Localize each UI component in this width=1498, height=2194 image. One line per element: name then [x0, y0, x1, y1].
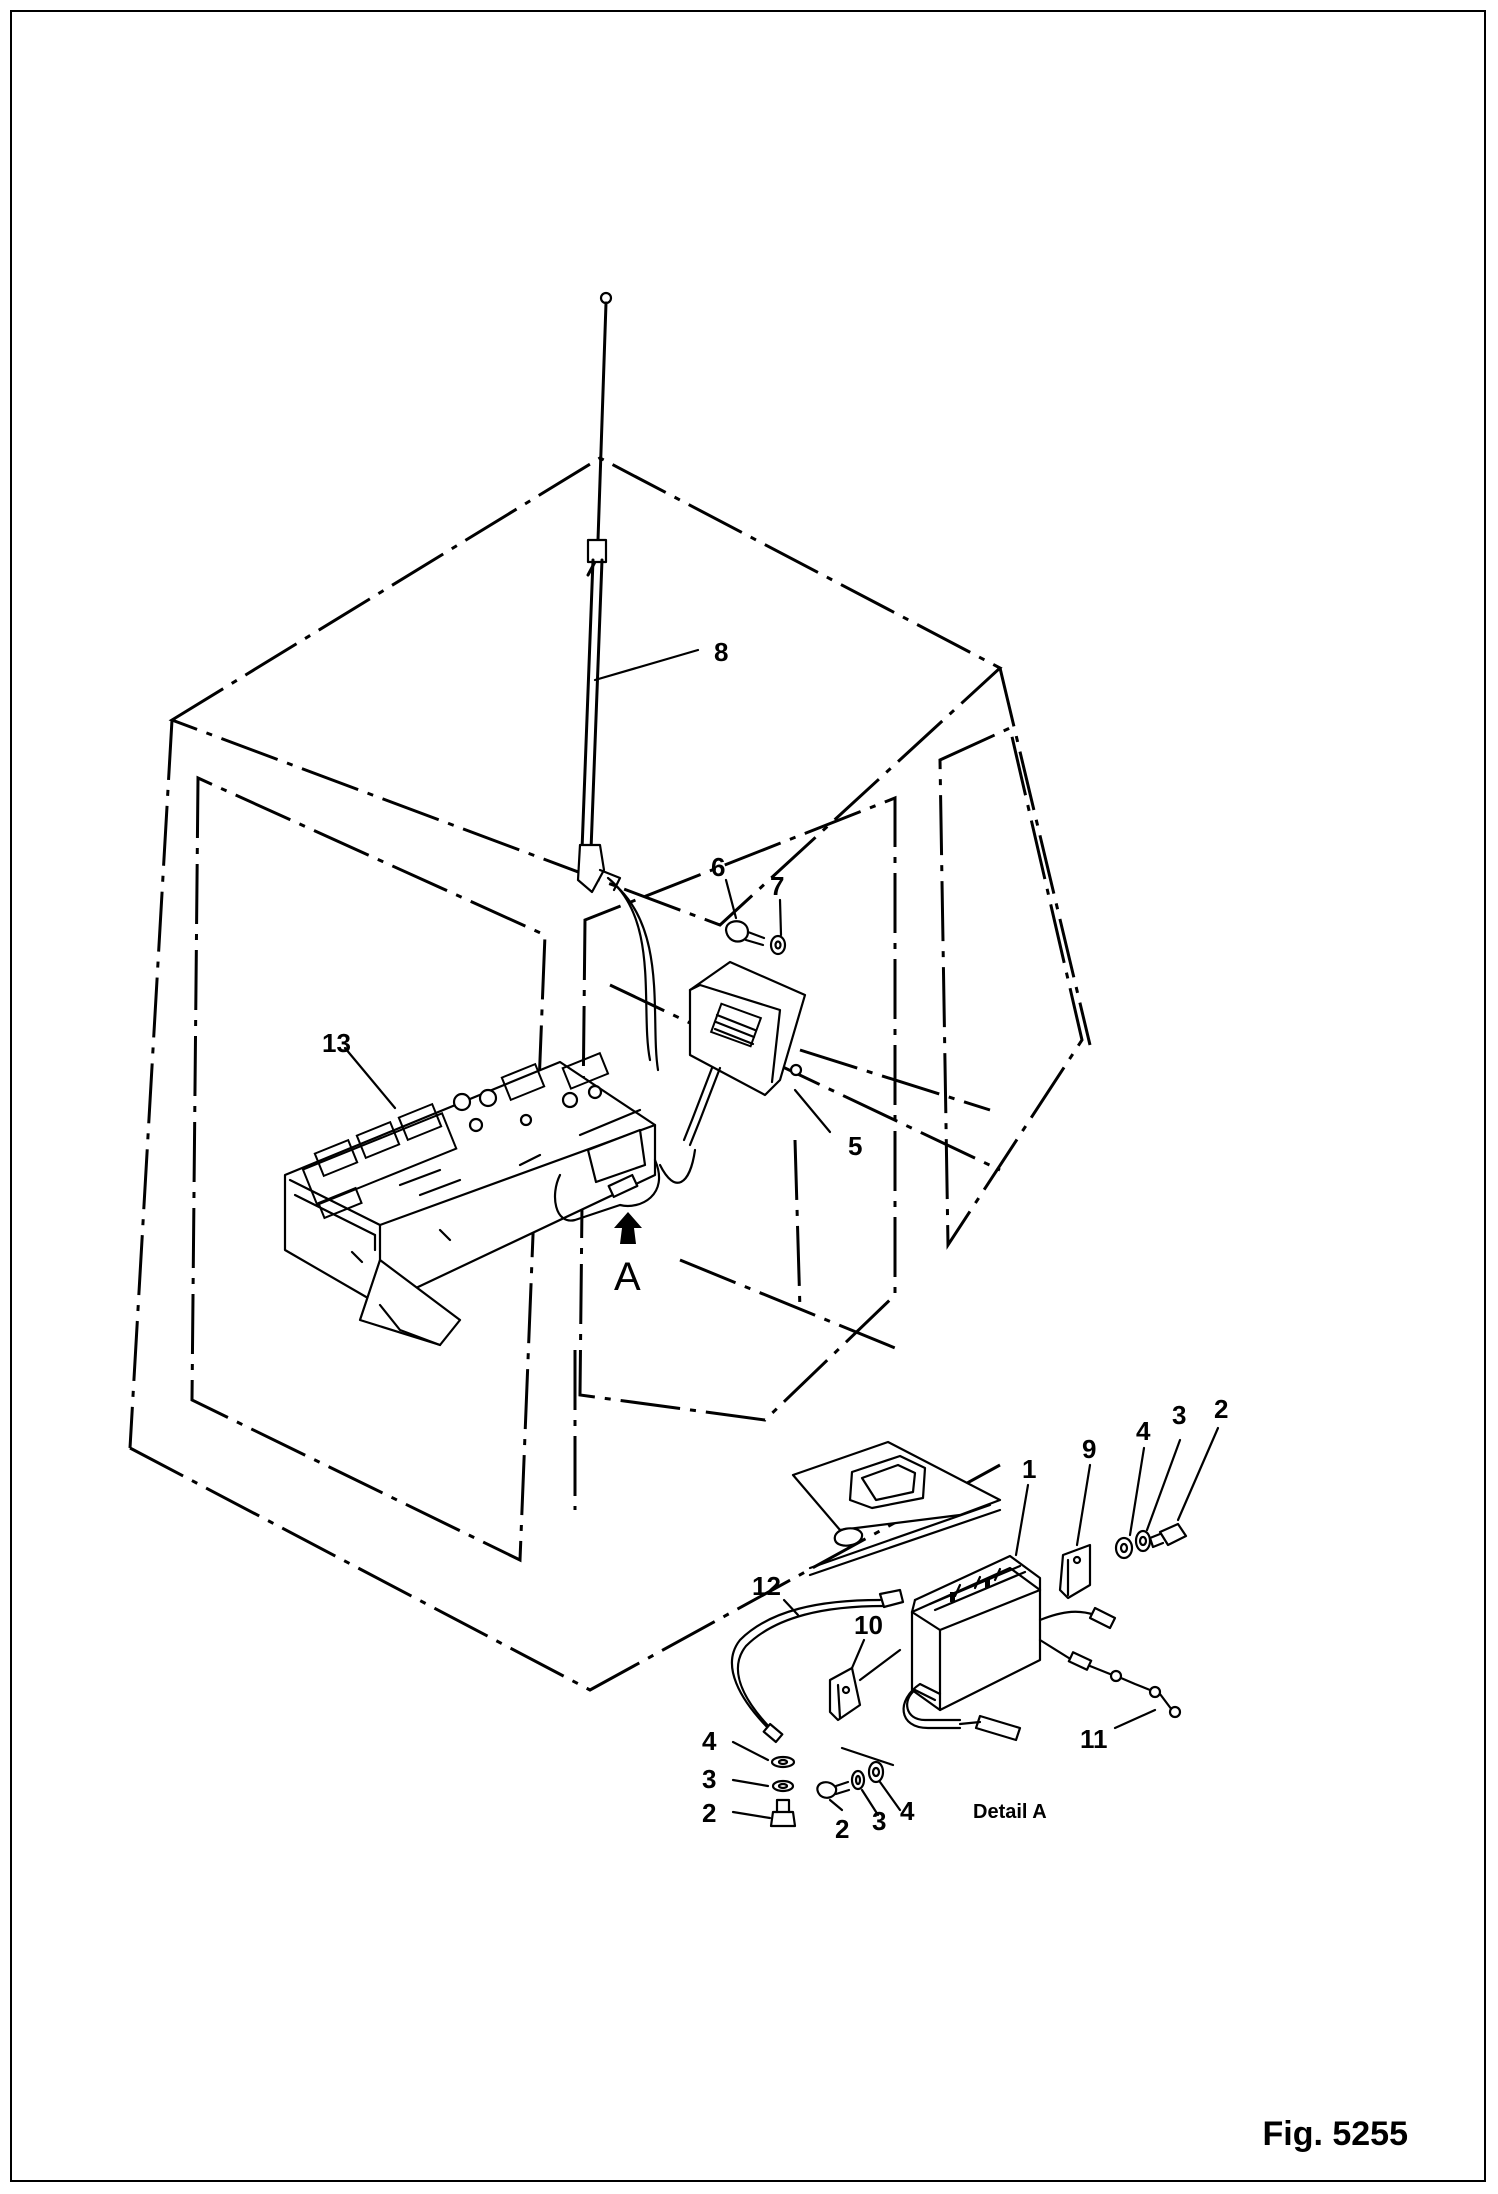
- callout-13: 13: [322, 1028, 351, 1058]
- callout-11: 11: [1080, 1724, 1108, 1754]
- bolt-set-lower-left: [769, 1755, 797, 1828]
- antenna: [576, 291, 660, 1072]
- callout-6: 6: [711, 852, 725, 882]
- console: [283, 1051, 657, 1347]
- bracket-9: [1058, 1543, 1092, 1600]
- detail-a-label: Detail A: [973, 1801, 1047, 1823]
- view-letter-a: A: [614, 1255, 641, 1299]
- callout-8: 8: [714, 637, 728, 667]
- speaker: [682, 960, 807, 1147]
- speaker-screw: [724, 920, 787, 956]
- bracket-10: [828, 1648, 902, 1722]
- callout-4-top: 4: [1136, 1416, 1151, 1446]
- callout-4-bottom: 4: [900, 1796, 915, 1826]
- figure-number: Fig. 5255: [1262, 2115, 1408, 2153]
- console-harness: [553, 1148, 697, 1222]
- callout-1: 1: [1022, 1454, 1036, 1484]
- callout-5: 5: [848, 1131, 862, 1161]
- callout-3-top: 3: [1172, 1400, 1186, 1430]
- bolt-set-right: [1114, 1522, 1188, 1560]
- callout-7: 7: [770, 871, 784, 901]
- callout-2-top: 2: [1214, 1394, 1228, 1424]
- leader-lines: [343, 648, 1220, 1820]
- drawing-frame: [10, 10, 1486, 2182]
- detail-a-radio-unit: [791, 1440, 1182, 1742]
- cable-12: [730, 1588, 905, 1744]
- callout-3-left: 3: [702, 1764, 716, 1794]
- callout-2-left: 2: [702, 1798, 716, 1828]
- view-arrow-a: [614, 1212, 642, 1244]
- callout-3-bottom: 3: [872, 1806, 886, 1836]
- bolt-set-lower-mid: [816, 1746, 895, 1799]
- callout-labels: 8 6 7 5 13 1 9 4 3 2 12 10 11 4 3 2 2 3 …: [322, 637, 1228, 1844]
- callout-12: 12: [752, 1571, 781, 1601]
- callout-10: 10: [854, 1610, 883, 1640]
- cab-outline: [128, 456, 1092, 1692]
- callout-2-bottom: 2: [835, 1814, 849, 1844]
- callout-4-left: 4: [702, 1726, 717, 1756]
- callout-9: 9: [1082, 1434, 1096, 1464]
